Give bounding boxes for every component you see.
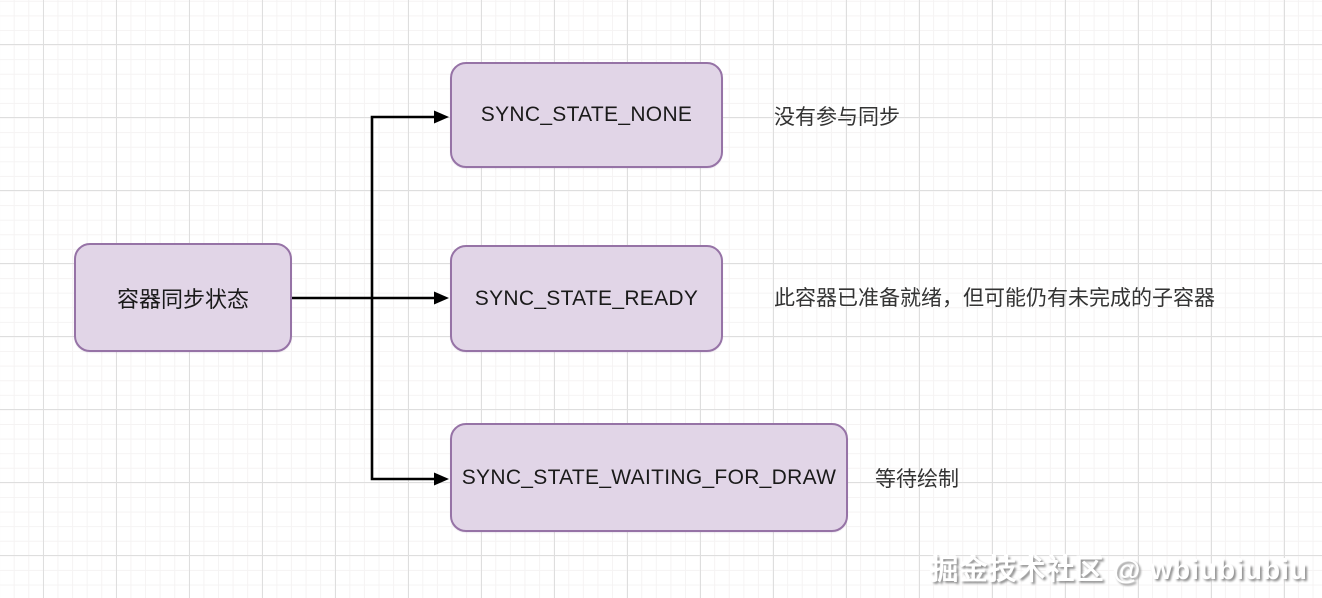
annotation-sync-state-waiting-for-draw: 等待绘制 bbox=[875, 467, 959, 491]
node-sync-state-ready: SYNC_STATE_READY bbox=[450, 245, 723, 352]
arrowhead-ready bbox=[434, 291, 449, 305]
node-sync-state-none-label: SYNC_STATE_NONE bbox=[480, 103, 693, 126]
node-container-sync-state-label: 容器同步状态 bbox=[116, 286, 249, 312]
node-sync-state-ready-label: SYNC_STATE_READY bbox=[474, 286, 699, 310]
edge-root-to-none bbox=[370, 115, 436, 298]
node-container-sync-state: 容器同步状态 bbox=[74, 243, 292, 352]
edge-root-to-waiting bbox=[370, 298, 436, 481]
node-sync-state-none: SYNC_STATE_NONE bbox=[450, 62, 723, 168]
node-sync-state-waiting-for-draw-label: SYNC_STATE_WAITING_FOR_DRAW bbox=[461, 465, 837, 489]
annotation-sync-state-none: 没有参与同步 bbox=[774, 105, 900, 129]
node-sync-state-waiting-for-draw: SYNC_STATE_WAITING_FOR_DRAW bbox=[450, 423, 848, 532]
arrowhead-waiting bbox=[434, 472, 449, 486]
arrowhead-none bbox=[434, 110, 449, 124]
annotation-sync-state-ready: 此容器已准备就绪，但可能仍有未完成的子容器 bbox=[774, 286, 1215, 310]
watermark-text: 掘金技术社区 @ wbiubiubiu bbox=[930, 554, 1308, 585]
